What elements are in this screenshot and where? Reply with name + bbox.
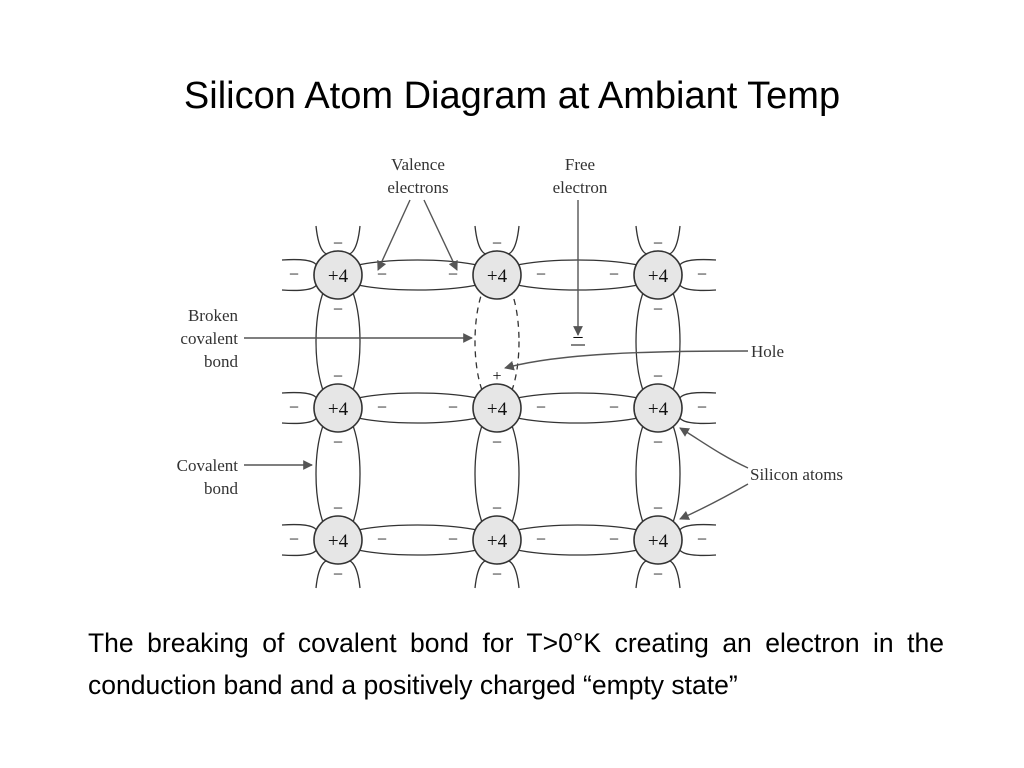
- slide-title: Silicon Atom Diagram at Ambiant Temp: [183, 75, 841, 117]
- atom-charge-label: +4: [487, 531, 508, 552]
- hole-label: Hole: [751, 342, 784, 361]
- annotation-arrows: [244, 199, 749, 520]
- silicon-atom: [633, 383, 683, 433]
- silicon-atom: [633, 250, 683, 300]
- valence-electron-sign: −: [653, 233, 663, 253]
- silicon-atom: [472, 250, 522, 300]
- silicon-lattice-diagram: +4+4+4+4+4+4+4+4+4 −−−−−−−−−−−−−−−−−−−−−…: [177, 155, 843, 589]
- valence-electron-sign: −: [609, 397, 619, 417]
- atom-charge-label: +4: [487, 399, 508, 420]
- valence-electron-sign: −: [492, 432, 502, 452]
- free-electron-label-line1: Free: [565, 155, 595, 174]
- covalent-bond-label-line2: bond: [204, 479, 239, 498]
- silicon-atom-arrow-lower: [679, 483, 749, 520]
- valence-electron-sign: −: [697, 264, 707, 284]
- silicon-atom: [633, 515, 683, 565]
- valence-electron-sign: −: [653, 366, 663, 386]
- broken-bond-label-line3: bond: [204, 352, 239, 371]
- slide-caption: The breaking of covalent bond for T>0°K …: [88, 628, 944, 700]
- silicon-atom: [313, 515, 363, 565]
- valence-electron-sign: −: [653, 498, 663, 518]
- valence-electron-sign: −: [448, 264, 458, 284]
- valence-electron-sign: −: [333, 564, 343, 584]
- valence-electron-sign: −: [333, 432, 343, 452]
- valence-electron-sign: −: [377, 529, 387, 549]
- valence-electron-sign: −: [609, 529, 619, 549]
- valence-electron-sign: −: [377, 264, 387, 284]
- valence-electron-sign: −: [492, 233, 502, 253]
- broken-bond-label-line1: Broken: [188, 306, 239, 325]
- valence-electron-sign: −: [653, 299, 663, 319]
- valence-electron-sign: −: [653, 564, 663, 584]
- atom-charge-label: +4: [648, 266, 669, 287]
- valence-electron-sign: −: [653, 432, 663, 452]
- valence-electron-sign: −: [492, 498, 502, 518]
- covalent-bond-label-line1: Covalent: [177, 456, 239, 475]
- valence-electron-sign: −: [333, 498, 343, 518]
- edge-bond-left: [281, 523, 318, 557]
- valence-electron-sign: −: [697, 397, 707, 417]
- valence-arrow-right: [423, 199, 458, 271]
- atom-charge-label: +4: [648, 531, 669, 552]
- valence-electron-sign: −: [492, 564, 502, 584]
- silicon-atom: [313, 250, 363, 300]
- valence-electron-sign: −: [448, 529, 458, 549]
- valence-electron-sign: −: [697, 529, 707, 549]
- valence-electron-sign: −: [609, 264, 619, 284]
- valence-electron-sign: −: [289, 529, 299, 549]
- valence-electron-sign: −: [536, 397, 546, 417]
- free-electron-label-line2: electron: [553, 178, 608, 197]
- silicon-atom: [313, 383, 363, 433]
- valence-electron-sign: −: [289, 264, 299, 284]
- valence-electron-sign: −: [333, 366, 343, 386]
- silicon-atom: [472, 515, 522, 565]
- broken-bond-label-line2: covalent: [180, 329, 238, 348]
- valence-electrons: − − − − − − − − − − − − − − − − − − − − − − − − − − − − − − − − − −: [289, 233, 707, 584]
- edge-bond-left: [281, 258, 318, 292]
- valence-electrons-label-line1: Valence: [391, 155, 445, 174]
- atom-charge-label: +4: [648, 399, 669, 420]
- valence-electron-sign: −: [536, 529, 546, 549]
- atom-charge-label: +4: [328, 399, 349, 420]
- atom-charge-label: +4: [487, 266, 508, 287]
- silicon-atom-arrow-upper: [679, 427, 749, 469]
- atom-charge-label: +4: [328, 531, 349, 552]
- valence-electron-sign: −: [289, 397, 299, 417]
- valence-arrow-left: [377, 199, 411, 271]
- edge-bond-left: [281, 391, 318, 425]
- valence-electron-sign: −: [333, 299, 343, 319]
- valence-electrons-label-line2: electrons: [387, 178, 448, 197]
- valence-electron-sign: −: [333, 233, 343, 253]
- atom-charge-label: +4: [328, 266, 349, 287]
- hole-arrow: [504, 350, 749, 371]
- valence-electron-sign: −: [448, 397, 458, 417]
- hole-sign: +: [492, 368, 501, 385]
- valence-electron-sign: −: [536, 264, 546, 284]
- silicon-atoms: +4 +4 +4 +4 +4 +4 +4 +4 +4: [313, 250, 683, 565]
- silicon-atoms-label: Silicon atoms: [750, 465, 843, 484]
- silicon-atom: [472, 383, 522, 433]
- free-electron-sign: −: [572, 327, 583, 349]
- valence-electron-sign: −: [377, 397, 387, 417]
